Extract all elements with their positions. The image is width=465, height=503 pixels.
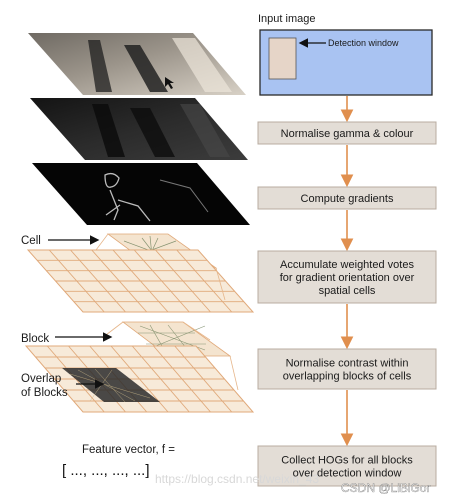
step-box-4: [257, 348, 437, 390]
mouse-cursor-icon: [165, 77, 174, 89]
step-5-line-2: over detection window: [293, 468, 402, 480]
detection-window: [268, 37, 297, 80]
step-box-3: [257, 250, 437, 304]
step-3-line-2: for gradient orientation over: [280, 272, 415, 284]
input-image-title: Input image: [258, 13, 315, 25]
step-4-line-1: Normalise contrast within: [286, 358, 409, 370]
block-label: Block: [21, 333, 49, 345]
gradient-layer: [32, 163, 250, 225]
step-box-5: [257, 445, 437, 487]
step-5-line-1: Collect HOGs for all blocks: [281, 455, 413, 467]
step-1-line-1: Normalise gamma & colour: [281, 128, 414, 140]
step-box-2: [257, 186, 437, 210]
step-3-line-1: Accumulate weighted votes: [280, 259, 414, 271]
overlap-label-line1: Overlap: [21, 373, 61, 385]
input-photo-layer: [28, 33, 246, 95]
credit-watermark: CSDN @LiBiGor: [341, 481, 431, 495]
feature-vector-value: [ ..., ..., ..., ...]: [62, 462, 150, 479]
cells-grid: [26, 249, 255, 313]
step-box-1: [257, 121, 437, 145]
step-3-line-3: spatial cells: [319, 285, 376, 297]
feature-vector-label: Feature vector, f =: [82, 444, 175, 456]
url-watermark: https://blog.csdn.net/weixin_43: [155, 472, 319, 486]
step-4-line-2: overlapping blocks of cells: [283, 371, 412, 383]
gamma-normalised-layer: [30, 98, 248, 160]
overlap-label-line2: of Blocks: [21, 387, 68, 399]
step-2-line-1: Compute gradients: [301, 193, 394, 205]
cell-label: Cell: [21, 235, 41, 247]
detection-window-label: Detection window: [328, 38, 399, 48]
